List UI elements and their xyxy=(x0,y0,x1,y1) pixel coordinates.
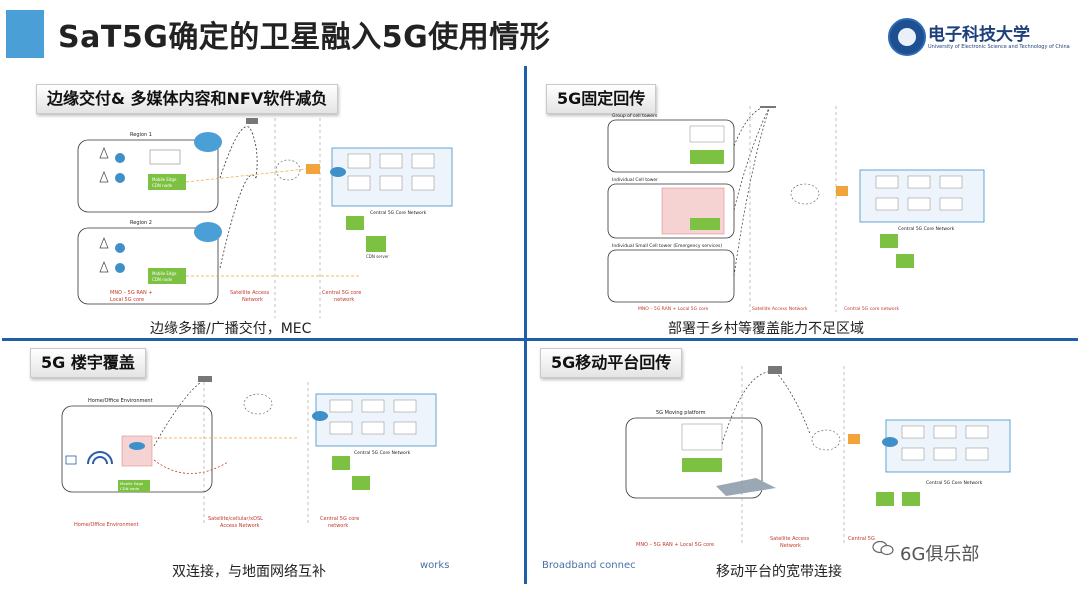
caption-moving-platform: 移动平台的宽带连接 xyxy=(716,564,842,580)
region2-label: Region 2 xyxy=(130,220,152,226)
svg-text:Home/Office Environment: Home/Office Environment xyxy=(88,398,153,404)
satellite-icon xyxy=(768,366,782,374)
svg-text:MNO – 5G RAN + Local 5G core: MNO – 5G RAN + Local 5G core xyxy=(638,306,709,312)
svg-text:MNO – 5G RAN +: MNO – 5G RAN + xyxy=(110,290,153,296)
title-accent-block xyxy=(6,10,44,58)
svg-text:Access Network: Access Network xyxy=(220,523,260,529)
caption-building-coverage: 双连接，与地面网络互补 xyxy=(172,564,326,580)
svg-text:Local 5G core: Local 5G core xyxy=(110,297,144,303)
svg-text:CDN node: CDN node xyxy=(120,486,140,491)
diagram-edge-delivery: Region 1 Mobile Edge CDN node Region 2 M… xyxy=(70,118,460,318)
svg-text:Group of cell towers: Group of cell towers xyxy=(612,113,658,119)
panel-tab-moving-platform: 5G移动平台回传 xyxy=(540,348,683,378)
watermark-text: 6G俱乐部 xyxy=(900,544,980,565)
horizontal-divider xyxy=(2,338,1078,341)
svg-text:MNO – 5G RAN + Local 5G core: MNO – 5G RAN + Local 5G core xyxy=(636,542,714,548)
svg-text:Network: Network xyxy=(242,297,263,303)
svg-text:Individual Small Cell tower (E: Individual Small Cell tower (Emergency s… xyxy=(612,243,722,249)
svg-text:CDN node: CDN node xyxy=(152,277,173,282)
panel-tab-building-coverage: 5G 楼宇覆盖 xyxy=(30,348,146,378)
diagram-moving-platform: 5G Moving platform Central 5G Core Netwo… xyxy=(596,366,1016,552)
university-logo-icon xyxy=(888,18,926,56)
svg-text:Central 5G Core Network: Central 5G Core Network xyxy=(354,450,411,456)
svg-text:Central 5G: Central 5G xyxy=(848,536,875,542)
svg-text:Central 5G Core Network: Central 5G Core Network xyxy=(926,480,983,486)
svg-text:Home/Office Environment: Home/Office Environment xyxy=(74,522,139,528)
vertical-divider xyxy=(524,66,527,584)
region1-label: Region 1 xyxy=(130,132,152,138)
svg-text:5G Moving platform: 5G Moving platform xyxy=(656,410,706,416)
svg-text:CDN server: CDN server xyxy=(366,254,389,259)
svg-text:Central 5G Core Network: Central 5G Core Network xyxy=(898,226,955,232)
wifi-icon xyxy=(87,451,113,465)
caption-edge-delivery: 边缘多播/广播交付，MEC xyxy=(150,321,312,337)
svg-text:Mobile Edge: Mobile Edge xyxy=(152,177,177,182)
svg-text:CDN node: CDN node xyxy=(152,183,173,188)
svg-text:network: network xyxy=(328,523,348,529)
satellite-icon xyxy=(246,118,258,124)
svg-text:Network: Network xyxy=(780,543,801,549)
svg-text:Central 5G Core Network: Central 5G Core Network xyxy=(370,210,427,216)
svg-text:Mobile Edge: Mobile Edge xyxy=(152,271,177,276)
caption-fixed-backhaul: 部署于乡村等覆盖能力不足区域 xyxy=(668,321,864,337)
diagram-building-coverage: Home/Office Environment Mobile Edge CDN … xyxy=(58,376,458,546)
diagram-fixed-backhaul: Group of cell towers Individual Cell tow… xyxy=(600,106,1040,316)
panel-tab-fixed-backhaul: 5G固定回传 xyxy=(546,84,657,114)
page-title: SaT5G确定的卫星融入5G使用情形 xyxy=(58,20,551,55)
edge-node-region1 xyxy=(148,174,186,190)
svg-text:Central 5G core: Central 5G core xyxy=(320,516,359,522)
svg-text:Satellite Access: Satellite Access xyxy=(770,536,810,542)
edge-node-region2 xyxy=(148,268,186,284)
svg-text:Satellite/cellular/xDSL: Satellite/cellular/xDSL xyxy=(208,516,263,522)
svg-text:Mobile Edge: Mobile Edge xyxy=(120,481,144,486)
svg-text:network: network xyxy=(334,297,354,303)
faded-text-works: works xyxy=(420,560,450,571)
svg-text:Central 5G core network: Central 5G core network xyxy=(844,306,899,312)
svg-text:Central 5G core: Central 5G core xyxy=(322,290,361,296)
wechat-icon xyxy=(872,540,894,556)
svg-text:Satellite Access Network: Satellite Access Network xyxy=(752,306,808,312)
svg-text:Individual Cell tower: Individual Cell tower xyxy=(612,177,658,183)
faded-text-broadband: Broadband connec xyxy=(542,560,636,571)
satellite-icon xyxy=(198,376,212,382)
ship-icon xyxy=(716,478,776,496)
satellite-icon xyxy=(760,106,776,108)
university-name: 电子科技大学 xyxy=(928,25,1030,45)
panel-tab-edge-delivery: 边缘交付& 多媒体内容和NFV软件减负 xyxy=(36,84,339,114)
svg-text:Satellite Access: Satellite Access xyxy=(230,290,270,296)
university-name-en: University of Electronic Science and Tec… xyxy=(928,44,1070,50)
